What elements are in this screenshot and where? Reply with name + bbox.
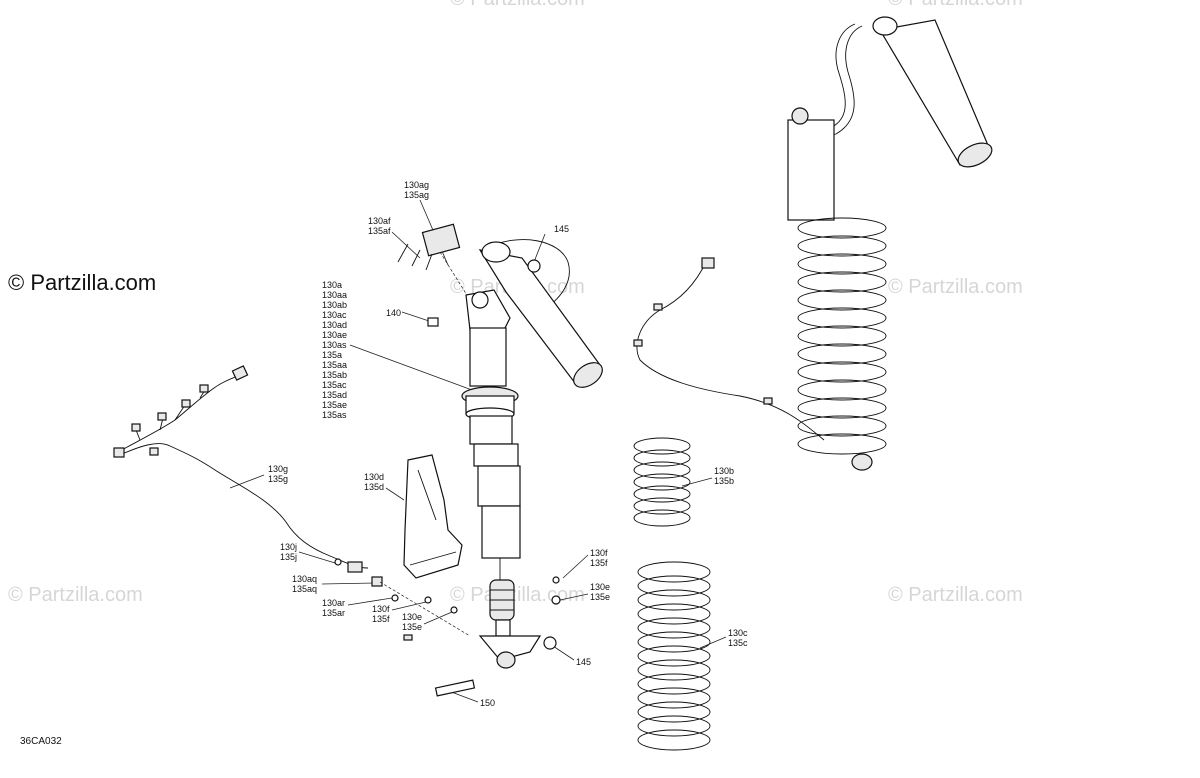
shock-absorber-left <box>434 289 561 697</box>
watermark: © Partzilla.com <box>888 584 1023 606</box>
callout-145-bottom: 145 <box>576 657 592 667</box>
wiring-harness-left <box>113 365 471 641</box>
callout-130f-right: 130f 135f <box>590 548 608 568</box>
callout-130c: 130c 135c <box>728 628 748 648</box>
shock-reservoir-left <box>397 223 603 388</box>
spring-short <box>633 437 691 527</box>
callout-130ag: 130ag 135ag <box>404 180 430 200</box>
callout-145-top: 145 <box>554 224 570 234</box>
shock-absorber-right <box>633 16 993 471</box>
callout-130ar: 130ar 135ar <box>322 598 346 618</box>
watermark: © Partzilla.com <box>450 584 585 606</box>
callout-130d: 130d 135d <box>364 472 385 492</box>
watermark: © Partzilla.com <box>888 276 1023 298</box>
watermark: © Partzilla.com <box>888 0 1023 11</box>
callout-130af: 130af 135af <box>368 216 391 236</box>
callout-130f-left: 130f 135f <box>372 604 390 624</box>
watermark: © Partzilla.com <box>8 584 143 606</box>
callout-130g: 130g 135g <box>268 464 289 484</box>
callout-130j: 130j 135j <box>280 542 298 562</box>
shock-guard <box>403 454 463 579</box>
brand-logo: © Partzilla.com <box>8 270 157 295</box>
callout-130e-left: 130e 135e <box>402 612 423 632</box>
spring-long <box>637 561 711 751</box>
callout-130a-group: 130a 130aa 130ab 130ac 130ad 130ae 130as… <box>322 280 348 420</box>
figure-id: 36CA032 <box>20 736 62 747</box>
callout-130aq: 130aq 135aq <box>292 574 318 594</box>
callout-130e-right: 130e 135e <box>590 582 611 602</box>
watermark: © Partzilla.com <box>450 0 585 11</box>
callout-150: 150 <box>480 698 496 708</box>
callout-130b: 130b 135b <box>714 466 735 486</box>
callout-140: 140 <box>386 308 402 318</box>
